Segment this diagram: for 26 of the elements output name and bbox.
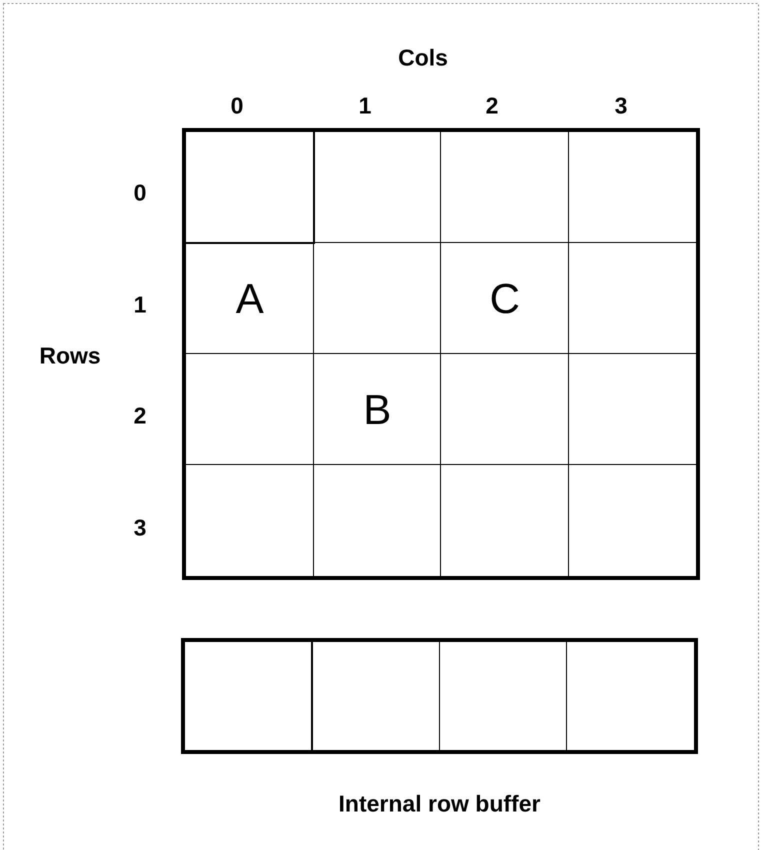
row-index: 1 bbox=[134, 292, 146, 318]
row-index: 3 bbox=[134, 514, 146, 542]
grid-cell bbox=[568, 353, 696, 465]
row-index: 0 bbox=[134, 180, 146, 206]
axis-title: Rows bbox=[39, 342, 101, 370]
cell-letter: C bbox=[490, 274, 520, 322]
axis-title: Cols bbox=[398, 44, 448, 72]
grid-cell bbox=[568, 242, 696, 354]
grid-cell bbox=[312, 353, 441, 465]
cell-letter: B bbox=[363, 386, 392, 434]
grid-cell bbox=[312, 464, 441, 576]
grid-cell bbox=[440, 242, 568, 354]
grid-cell bbox=[185, 131, 314, 244]
column-index: 2 bbox=[486, 92, 498, 120]
column-index: 1 bbox=[358, 92, 372, 120]
grid-cell bbox=[568, 464, 696, 576]
column-index: 0 bbox=[230, 92, 244, 120]
grid-cell bbox=[312, 242, 441, 354]
grid-cell bbox=[440, 464, 568, 576]
buffer-label: Internal row buffer bbox=[338, 790, 540, 818]
row-buffer bbox=[181, 638, 698, 754]
grid-cell bbox=[440, 353, 568, 465]
cell-letter: A bbox=[236, 274, 264, 322]
grid-table bbox=[182, 128, 700, 580]
row-index: 2 bbox=[134, 402, 146, 430]
column-index: 3 bbox=[614, 92, 628, 120]
